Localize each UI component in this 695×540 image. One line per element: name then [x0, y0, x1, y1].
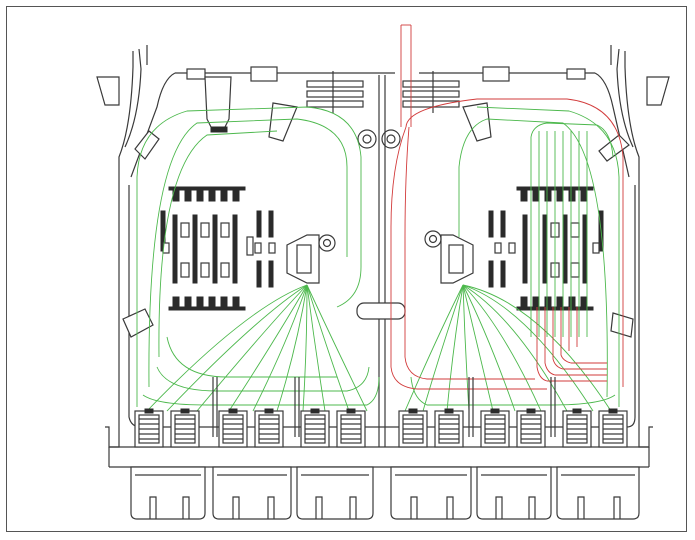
- cable-entry-row: [130, 466, 640, 520]
- red-fiber-routes: [390, 98, 624, 390]
- cable-entry-module: [130, 466, 206, 520]
- cable-entry-module: [212, 466, 292, 520]
- figure-frame: [6, 6, 687, 532]
- adapter: [170, 408, 200, 448]
- green-fiber-routes-right: [404, 106, 620, 412]
- cable-entry-module: [390, 466, 472, 520]
- adapter: [218, 408, 248, 448]
- left-fiber-guide: [286, 234, 336, 284]
- adapter: [398, 408, 428, 448]
- left-splice-holder: [160, 186, 276, 311]
- adapter: [254, 408, 284, 448]
- cable-entry-module: [296, 466, 374, 520]
- adapter: [598, 408, 628, 448]
- splice-tray-diagram: [96, 24, 670, 520]
- retaining-clips: [122, 76, 634, 338]
- adapter: [480, 408, 510, 448]
- adapter: [134, 408, 164, 448]
- top-cable-slots: [306, 24, 460, 149]
- right-fiber-guide: [424, 230, 474, 284]
- cable-entry-module: [476, 466, 552, 520]
- right-splice-holder: [488, 186, 604, 311]
- divider-posts: [212, 377, 556, 437]
- adapter: [516, 408, 546, 448]
- adapter: [562, 408, 592, 448]
- adapter: [336, 408, 366, 448]
- green-fiber-routes-left: [136, 106, 380, 412]
- adapter: [434, 408, 464, 448]
- adapter: [300, 408, 330, 448]
- cable-entry-module: [556, 466, 640, 520]
- adapter-row: [134, 408, 628, 448]
